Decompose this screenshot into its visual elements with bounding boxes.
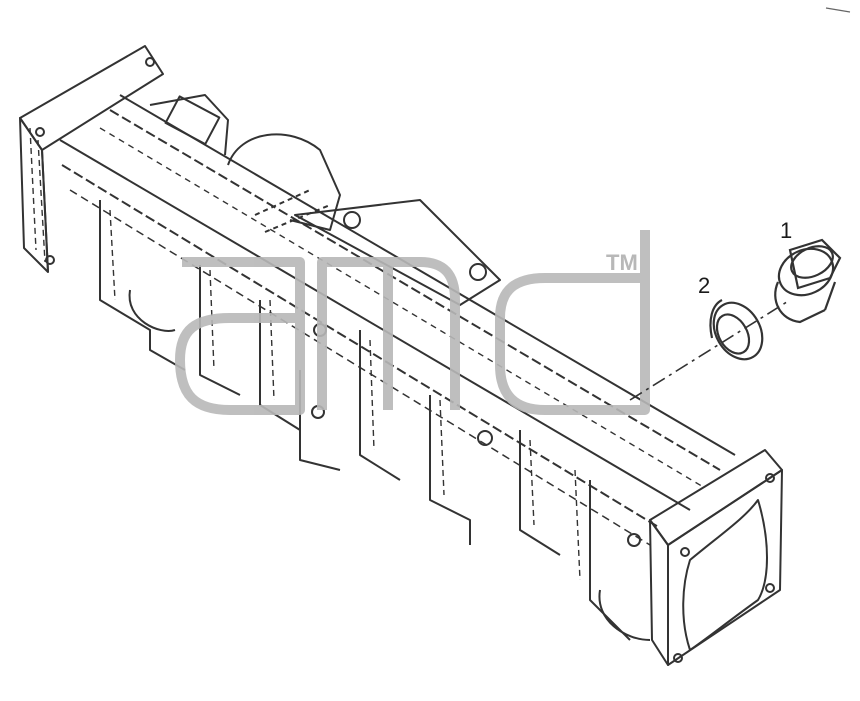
watermark-logo (175, 230, 650, 415)
assembly-axis-line (629, 299, 791, 401)
trademark-mark: TM (606, 250, 638, 275)
right-end-flange (649, 449, 783, 666)
housing-casting (19, 45, 783, 666)
callout-label-2: 2 (698, 273, 710, 298)
seal-ring-part (709, 299, 764, 361)
plug-part (774, 238, 842, 324)
corner-mark (825, 7, 851, 13)
port-runners (99, 200, 651, 641)
callout-label-1: 1 (780, 218, 792, 243)
left-end-flange (19, 45, 164, 273)
